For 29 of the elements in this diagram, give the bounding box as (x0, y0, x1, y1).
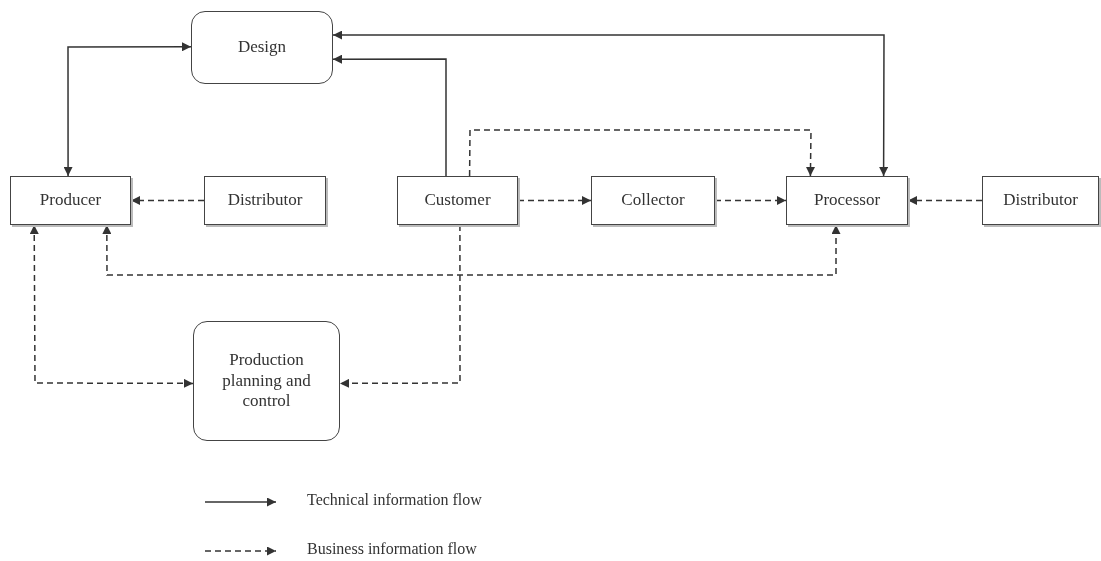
legend-label: Business information flow (307, 540, 477, 558)
node-label: Production planning and control (221, 350, 312, 412)
node-label: Distributor (1003, 190, 1078, 211)
node-label: Design (237, 37, 287, 58)
arrow (130, 196, 205, 205)
arrow (907, 196, 983, 205)
arrow (339, 224, 461, 388)
entity-box (397, 176, 518, 225)
arrow (332, 30, 889, 177)
process-box (191, 11, 333, 84)
node-label: Producer (39, 190, 102, 211)
process-box (193, 321, 340, 441)
entity-box (10, 176, 131, 225)
arrow (714, 196, 787, 205)
arrow (468, 129, 815, 177)
arrow (332, 54, 447, 177)
arrow (63, 42, 192, 177)
arrow (29, 224, 194, 388)
node-label: Distributor (227, 190, 303, 211)
node-label: Processor (813, 190, 881, 211)
entity-box (204, 176, 326, 225)
arrow (517, 196, 592, 205)
legend-label: Technical information flow (307, 491, 482, 509)
entity-box (982, 176, 1099, 225)
arrow (102, 224, 841, 276)
entity-box (591, 176, 715, 225)
node-label: Collector (621, 190, 685, 211)
node-label: Customer (424, 190, 491, 211)
entity-box (786, 176, 908, 225)
